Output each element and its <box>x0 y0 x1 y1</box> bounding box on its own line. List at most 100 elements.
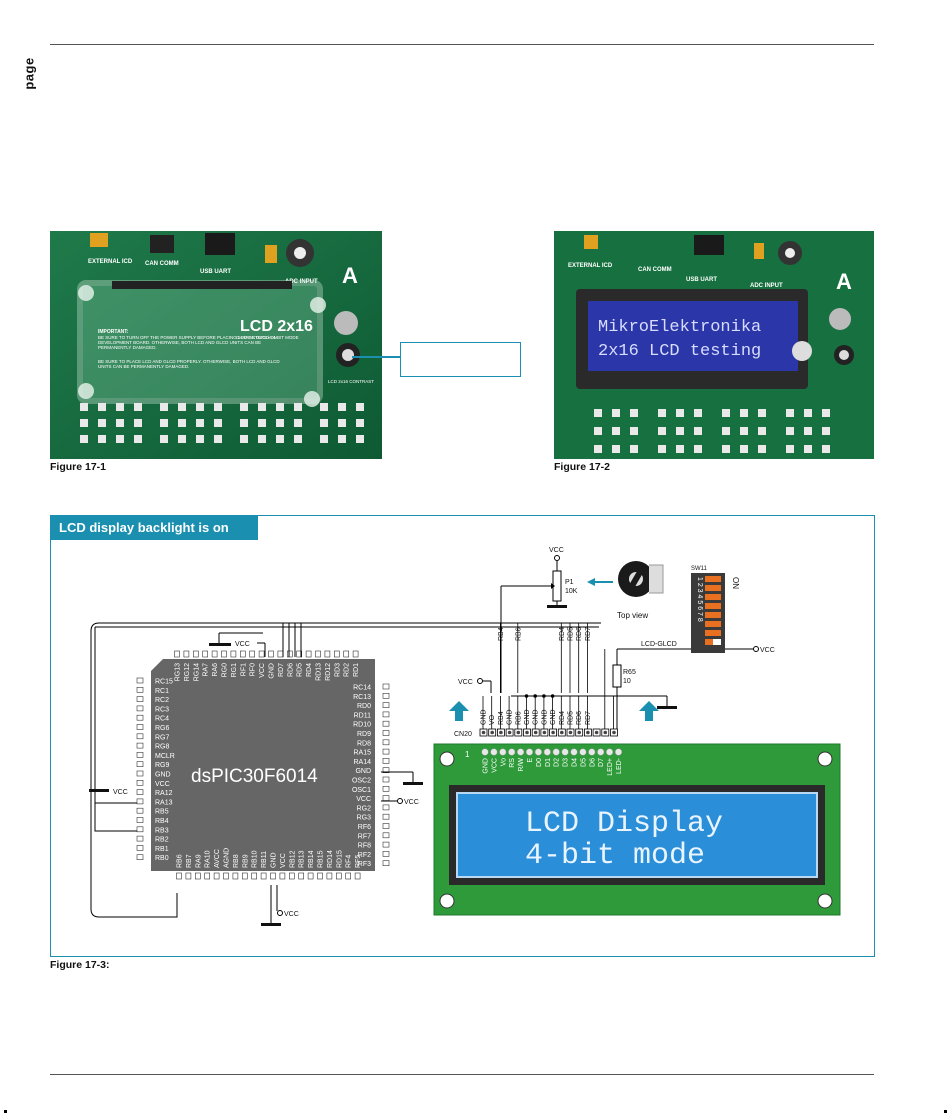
mcu-pin-label: RG6 <box>155 725 170 732</box>
lcd-pin-label: LED+ <box>607 758 614 776</box>
mcu-pin <box>202 650 208 658</box>
mcu-pin <box>136 770 144 777</box>
pot-value: 10K <box>565 588 578 595</box>
mcu-pin <box>382 832 390 839</box>
page-tag: page <box>21 57 37 90</box>
vcc-label: VCC <box>404 799 419 806</box>
cn20-pin-dot <box>586 730 590 735</box>
mcu-pin <box>382 739 390 746</box>
vcc-label: VCC <box>760 647 775 654</box>
lcd-glcd-label: LCD-GLCD <box>641 641 677 648</box>
sw-on: ON <box>731 577 740 589</box>
mcu-right-pins: RC14RC13RD0RD11RD10RD9RD8RA15RA14GNDOSC2… <box>352 683 390 868</box>
mcu-pin <box>279 872 286 880</box>
lcd-pin <box>597 748 605 756</box>
cn20-pin-dot <box>612 730 616 735</box>
mcu-pin-label: RB6 <box>177 854 184 868</box>
mcu-pin <box>382 776 390 783</box>
lcd-pin-label: VCC <box>491 758 498 773</box>
photo2-label: ADC INPUT <box>750 283 783 289</box>
mcu-pin-label: RC3 <box>155 706 169 713</box>
mcu-pin-label: RD15 <box>336 850 343 868</box>
mcu-pin-label: RG3 <box>357 815 372 822</box>
mcu-pin-label: VCC <box>280 853 287 868</box>
cn20-pin-label: VO <box>489 714 496 725</box>
lcd-pin-label: D1 <box>545 758 552 767</box>
cn20-pin-dot <box>481 730 486 735</box>
lcd-pin-label: D6 <box>589 758 596 767</box>
bus-wire-label: RB6 <box>515 627 522 641</box>
figure-17-2-photo: EXTERNAL ICD CAN COMM USB UART ADC INPUT… <box>554 231 874 459</box>
lcd-pin <box>579 748 587 756</box>
mcu-pin-label: RA7 <box>203 663 210 677</box>
callout-box <box>400 342 521 377</box>
lcd-pin-label: D4 <box>572 758 579 767</box>
mcu-pin <box>183 650 190 658</box>
mcu-pin-label: RD8 <box>357 740 371 747</box>
mcu-pin-label: RF4 <box>346 855 353 868</box>
mcu-pin <box>136 696 144 702</box>
lcd-pin <box>525 748 534 756</box>
mcu-pin-label: RG9 <box>155 762 170 769</box>
cn20-pin-label: RD4 <box>559 711 566 725</box>
mcu-pin-label: MCLR <box>155 753 175 760</box>
mcu-pin-label: RC13 <box>353 694 371 701</box>
vcc-label: VCC <box>284 911 299 918</box>
lcd-pin-label: RS <box>509 758 516 768</box>
corner-mark-left <box>4 1110 7 1113</box>
sw-numbers: 1 2 3 4 5 6 7 8 <box>696 577 703 622</box>
mcu-pin <box>382 767 390 773</box>
mcu-pin <box>136 789 144 795</box>
photo1-label: USB UART <box>200 269 231 275</box>
mcu-pin <box>333 650 340 658</box>
mcu-pin-label: RB10 <box>252 850 259 868</box>
lcd-pin <box>606 748 614 756</box>
schematic-frame <box>50 515 875 957</box>
mcu-pin-label: RG0 <box>222 663 229 678</box>
lcd-screen <box>456 792 818 878</box>
mcu-pin-label: RG1 <box>231 663 238 678</box>
cn20-pin-dot <box>542 730 547 735</box>
mcu-pin <box>223 872 229 880</box>
photo1-label: IMPORTANT: <box>98 329 129 335</box>
mcu-pin-label: RD0 <box>357 703 371 710</box>
mcu-pin <box>211 650 218 658</box>
cn20-pin-dot <box>533 730 538 735</box>
mcu-pin <box>305 650 312 658</box>
mcu-pin-label: RC4 <box>155 716 169 723</box>
mcu-pin-label: RD4 <box>306 663 313 677</box>
bus-wire-label: RD7 <box>585 627 592 641</box>
mcu-pin-label: RD5 <box>297 663 304 677</box>
r65-label: R65 <box>623 669 636 676</box>
mcu-pin <box>307 872 314 880</box>
mcu-pin <box>174 650 180 658</box>
mcu-pin-label: RB9 <box>242 854 249 868</box>
photo2-lcd-line2: 2x16 LCD testing <box>598 342 761 361</box>
mcu-pin <box>382 730 390 736</box>
mcu-pin <box>270 872 276 880</box>
mcu-pin-label: VCC <box>155 781 170 788</box>
mcu-pin-label: RD6 <box>287 663 294 677</box>
mcu-pin-label: RC15 <box>155 679 173 686</box>
mcu-pin-label: RB0 <box>155 855 169 862</box>
mcu-chip <box>151 659 375 871</box>
lcd-pin-label: Vo <box>500 758 507 766</box>
lcd-pin <box>543 748 551 756</box>
vcc-label: VCC <box>458 679 473 686</box>
mcu-pin <box>185 872 192 880</box>
mcu-pin <box>382 804 390 811</box>
mcu-pin <box>277 650 284 658</box>
mcu-pin-label: RB8 <box>233 854 240 868</box>
lcd-pin <box>481 748 489 756</box>
top-view-label: Top view <box>617 611 648 620</box>
photo1-label: LCD 2x16 <box>240 318 313 335</box>
mcu-pin <box>136 826 144 833</box>
cn20-pin-label: GND <box>533 709 540 725</box>
mcu-pin-label: RD7 <box>278 663 285 677</box>
mcu-pin <box>193 650 199 658</box>
lcd-pin <box>561 748 569 756</box>
mcu-pin <box>251 872 257 880</box>
mcu-pin <box>382 795 390 801</box>
bus-wire-label: RB4 <box>498 627 505 641</box>
figure-17-1-photo: EXTERNAL ICD CAN COMM USB UART ADC INPUT… <box>50 231 382 459</box>
